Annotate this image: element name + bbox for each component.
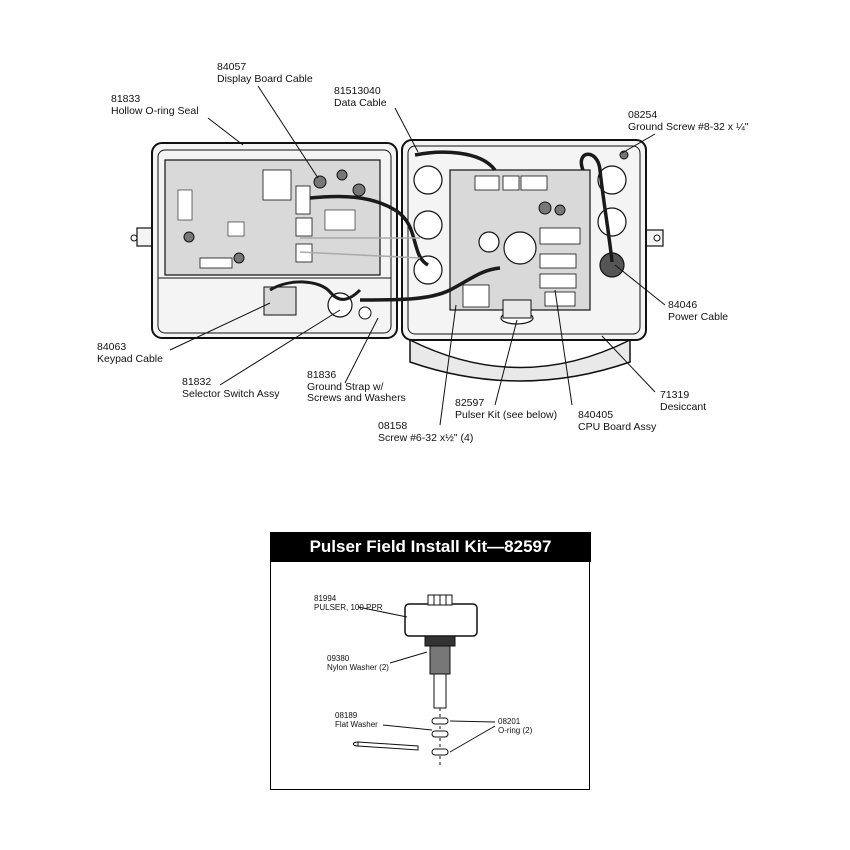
callout-71319: 71319 Desiccant bbox=[660, 389, 707, 413]
keypad-selector-area bbox=[263, 280, 372, 320]
kit-part-08201: 08201 O-ring (2) bbox=[498, 717, 533, 735]
callout-84046: 84046 Power Cable bbox=[668, 299, 729, 323]
leader-lines bbox=[169, 85, 666, 426]
callout-84063: 84063 Keypad Cable bbox=[97, 341, 163, 365]
pulser-kit-panel bbox=[270, 532, 590, 790]
callout-08254: 08254 Ground Screw #8-32 x ¼" bbox=[628, 109, 749, 133]
callout-81513040: 81513040 Data Cable bbox=[334, 85, 387, 109]
callout-82597: 82597 Pulser Kit (see below) bbox=[455, 397, 558, 421]
callout-08158: 08158 Screw #6-32 x½" (4) bbox=[378, 420, 474, 444]
callout-81836: 81836 Ground Strap w/ Screws and Washers bbox=[307, 369, 406, 404]
cpu-board bbox=[449, 169, 591, 325]
callout-81832: 81832 Selector Switch Assy bbox=[182, 376, 280, 400]
pulser-kit-detail bbox=[353, 594, 496, 765]
display-board bbox=[164, 159, 381, 276]
pulser-kit-title: Pulser Field Install Kit—82597 bbox=[270, 532, 591, 562]
callout-84057: 84057 Display Board Cable bbox=[217, 61, 313, 85]
kit-part-08189: 08189 Flat Washer bbox=[335, 711, 378, 729]
kit-part-81994: 81994 PULSER, 100 PPR bbox=[314, 594, 383, 612]
callout-840405: 840405 CPU Board Assy bbox=[578, 409, 657, 433]
kit-part-09380: 09380 Nylon Washer (2) bbox=[327, 654, 389, 672]
callout-81833: 81833 Hollow O-ring Seal bbox=[111, 93, 199, 117]
cables bbox=[299, 150, 614, 302]
